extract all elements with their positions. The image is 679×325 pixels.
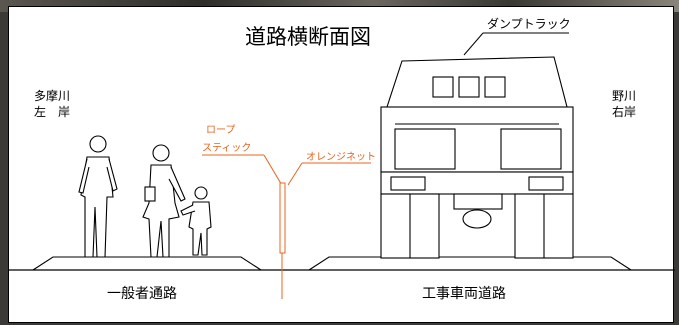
child-arm (180, 204, 196, 216)
truck-window-1 (432, 76, 454, 98)
orange-annotations (202, 154, 371, 299)
man-arm-left (78, 158, 90, 194)
man-arm-right (106, 158, 118, 192)
cross-section-panel: 道路横断面図 ダンプトラック 多摩川 左 岸 野川 右岸 ロープ スティック オ… (8, 6, 675, 323)
truck-differential (462, 209, 492, 229)
orange-net-label: オレンジネット (306, 152, 376, 163)
child-body (188, 201, 212, 256)
woman-bag (144, 186, 156, 202)
net-leader-line (287, 162, 303, 186)
left-bank-label-line2: 左 岸 (34, 105, 71, 119)
woman-arm (168, 166, 186, 202)
child-head (194, 186, 208, 200)
dump-truck (380, 56, 574, 259)
truck-grille-right (528, 176, 564, 191)
truck-axle (453, 193, 503, 210)
rope-stick (279, 182, 286, 254)
truck-windshield-left (394, 128, 456, 170)
truck-windshield-right (500, 128, 562, 170)
truck-window-2 (458, 76, 480, 98)
construction-road-label: 工事車両道路 (422, 286, 506, 302)
truck-label: ダンプトラック (487, 17, 571, 31)
truck-leader-line (463, 32, 484, 56)
cross-section-drawing (9, 32, 675, 299)
man-head (89, 135, 107, 153)
truck-window-3 (484, 76, 506, 98)
right-bank-label-line2: 右岸 (612, 105, 637, 119)
rope-leader-line (263, 154, 284, 188)
woman-head (152, 144, 170, 162)
truck-grille-left (390, 176, 426, 191)
right-bank-label-line1: 野川 (612, 89, 637, 103)
left-bank-label-line1: 多摩川 (34, 89, 71, 103)
pedestrian-road-label: 一般者通路 (107, 286, 177, 302)
pedestrian-road-bed (32, 256, 262, 271)
rope-label-line1: ロープ (206, 125, 236, 136)
construction-road-bed (308, 256, 632, 271)
pedestrians (78, 135, 212, 258)
rope-label-line2: スティック (202, 143, 252, 154)
diagram-title: 道路横断面図 (245, 25, 371, 49)
